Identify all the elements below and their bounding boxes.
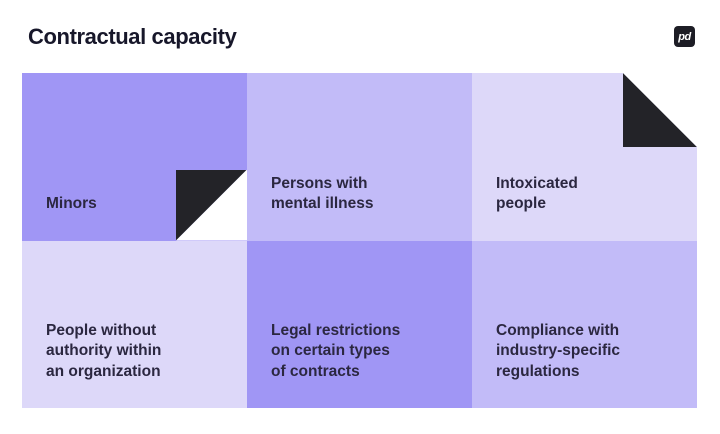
cell-legal-restrictions-label: Legal restrictions on certain types of c… <box>271 321 401 380</box>
cell-minors: Minors <box>22 73 247 241</box>
capacity-grid: Minors Persons with mental illness Intox… <box>22 73 697 408</box>
cell-legal-restrictions: Legal restrictions on certain types of c… <box>247 240 472 408</box>
cell-compliance-regulations: Compliance with industry-specific regula… <box>472 240 697 408</box>
pandadoc-logo: pd <box>674 26 695 47</box>
cell-people-without-authority-label: People without authority within an organ… <box>46 321 162 380</box>
fold-cut-triangle <box>623 73 697 147</box>
cell-persons-with-mental-illness: Persons with mental illness <box>247 73 472 241</box>
cell-minors-label: Minors <box>46 195 97 213</box>
fold-black-triangle <box>623 73 697 147</box>
cell-compliance-regulations-label: Compliance with industry-specific regula… <box>496 321 621 380</box>
cell-people-without-authority: People without authority within an organ… <box>22 240 247 408</box>
pandadoc-logo-text: pd <box>678 30 691 43</box>
cell-intoxicated-people: Intoxicated people <box>472 73 697 241</box>
cell-intoxicated-people-label: Intoxicated people <box>496 174 578 213</box>
page-title: Contractual capacity <box>28 24 237 49</box>
cell-persons-with-mental-illness-label: Persons with mental illness <box>271 174 374 213</box>
folded-corner-icon <box>623 73 697 147</box>
